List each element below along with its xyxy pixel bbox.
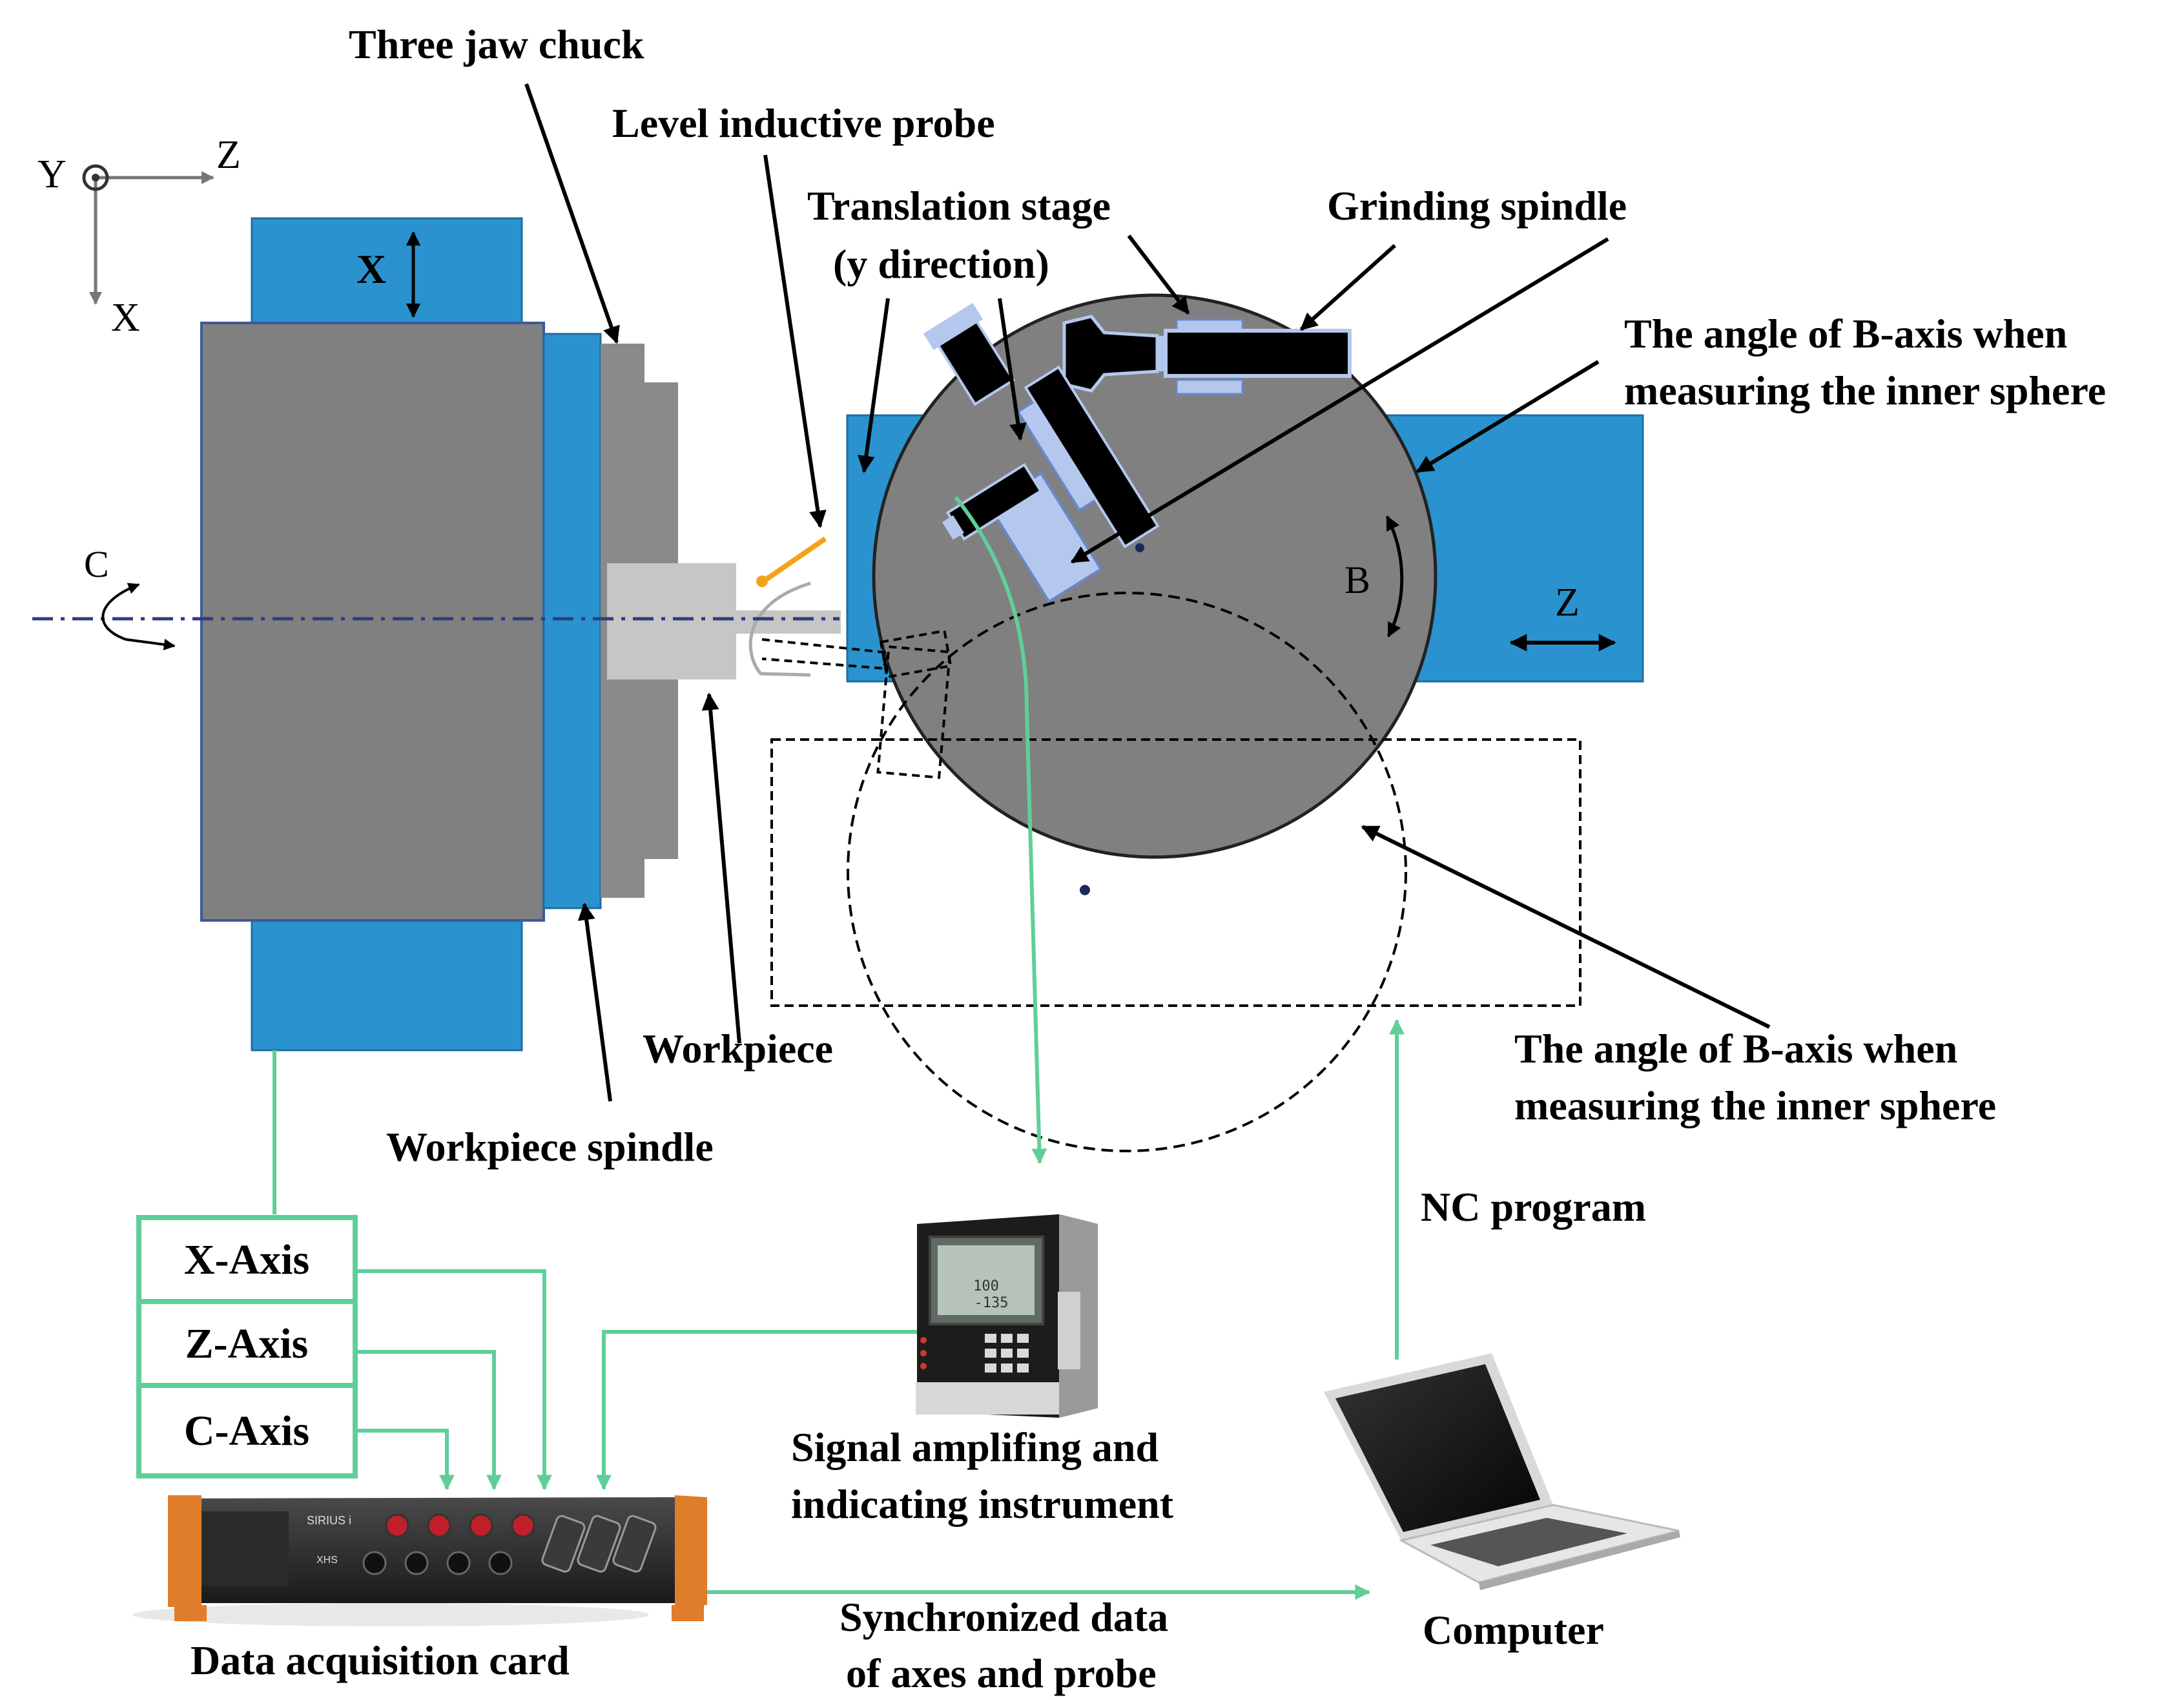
probe-tip [756,575,768,587]
workpiece-spindle-flange [542,333,602,909]
workpiece-sphere [748,581,811,677]
coord-x-label: X [111,296,140,340]
x-axis-box-label: X-Axis [184,1236,309,1283]
wiring [273,1019,1405,1600]
daq-model-text: XHS [316,1555,338,1566]
instrument-readout-1: 100 [973,1278,999,1294]
x-axis-box [136,1215,358,1304]
x-slide-label: X [356,246,386,292]
daq-brand-text: SIRIUS i [307,1514,351,1527]
c-axis-box [136,1383,358,1478]
b-angle-inner-label-2: measuring the inner sphere [1514,1083,1996,1128]
spindle-housing [200,322,545,922]
workpiece-holder [607,563,736,679]
signal-label-1: Signal amplifing and [791,1424,1159,1470]
instrument-readout-2: -135 [974,1295,1009,1311]
grinding-spindle [1062,315,1352,395]
instrument-icon [916,1214,1098,1418]
b-rotation-arrow-icon [1385,515,1404,638]
coordinate-axes-icon [82,164,214,305]
sync-label-1: Synchronized data [840,1594,1168,1640]
translation-stage-label-1: Translation stage [807,183,1111,229]
three-jaw-chuck-label: Three jaw chuck [349,21,644,67]
z-slide-alt-position [770,738,1581,1007]
daq-device-icon [132,1495,707,1626]
annotation-arrows [524,83,1771,1102]
b-angle-outer-label-1: The angle of B-axis when [1624,311,2067,357]
probe-signal-cable [954,496,1047,1165]
workpiece-label: Workpiece [643,1026,833,1072]
daq-card-label: Data acquisition card [191,1637,570,1683]
c-rotation-arrow-icon [101,583,176,650]
nc-program-label: NC program [1421,1184,1646,1230]
computer-label: Computer [1423,1607,1604,1653]
signal-label-2: indicating instrument [791,1481,1174,1527]
level-probe-label: Level inductive probe [612,100,995,146]
b-rotation-label: B [1344,559,1370,601]
translation-stage-label-2: (y direction) [833,241,1049,287]
probe-alt-position [761,629,953,779]
z-axis-box-label: Z-Axis [185,1320,309,1367]
b-angle-inner-label-1: The angle of B-axis when [1514,1026,1957,1072]
b-angle-outer-label-2: measuring the inner sphere [1624,368,2106,413]
z-axis-box [136,1299,358,1388]
c-rotation-label: C [84,543,109,585]
b-axis-center-dot [1135,543,1144,552]
coord-z-label: Z [216,133,241,177]
probe-stylus [763,536,827,583]
z-slide-label: Z [1555,581,1580,625]
c-axis-box-label: C-Axis [184,1407,309,1455]
b-axis-alt-position [847,592,1407,1152]
alt-center-dot [1080,885,1090,895]
workpiece-spindle-label: Workpiece spindle [386,1124,714,1170]
coord-y-label: Y [37,152,67,196]
sync-label-2: of axes and probe [846,1650,1157,1696]
laptop-icon [1324,1353,1680,1590]
grinding-spindle-label: Grinding spindle [1327,183,1627,229]
translation-stage-assembly [923,302,1160,604]
